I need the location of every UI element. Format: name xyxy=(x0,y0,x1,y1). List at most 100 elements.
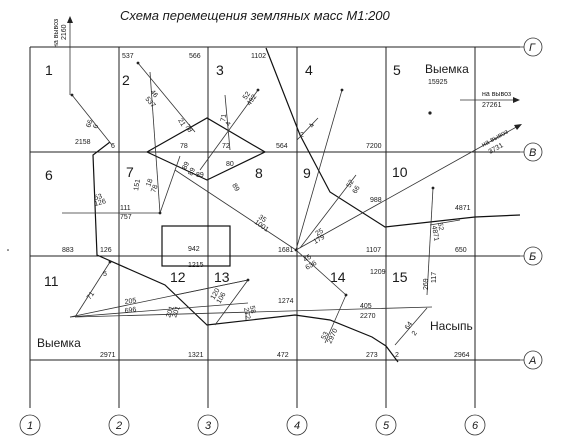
zone-cut-top: Выемка xyxy=(425,62,469,76)
move-label: 6 xyxy=(92,124,100,130)
col-axis-2: 2 xyxy=(115,420,122,432)
cell-value: 7200 xyxy=(366,143,382,150)
row-axis-markers: Г В Б А xyxy=(520,37,543,370)
move-label: 46 xyxy=(148,89,158,100)
node-dots xyxy=(7,61,435,297)
zero-work-line xyxy=(92,141,399,363)
move-label: 4871 xyxy=(430,225,440,242)
move-label: 106 xyxy=(216,291,228,305)
diamond-shape xyxy=(145,117,267,181)
cell-9: 9 xyxy=(303,165,311,181)
cell-3: 3 xyxy=(216,62,224,78)
move-label: 201 xyxy=(171,305,182,318)
move-label: 405 xyxy=(360,303,372,310)
export-top-left-value: 2160 xyxy=(61,24,68,40)
cell-value: 1209 xyxy=(370,269,386,276)
move-label: 111 xyxy=(120,205,131,212)
cell-values: 537 566 1102 2158 6 78 72 564 7200 80 89… xyxy=(62,53,471,359)
row-axis-v: В xyxy=(529,147,536,159)
cell-value: 1107 xyxy=(366,247,381,254)
cell-value: 78 xyxy=(180,143,188,150)
move-label: 757 xyxy=(120,214,132,221)
cell-6: 6 xyxy=(45,167,53,183)
diagram-title: Схема перемещения земляных масс М1:200 xyxy=(120,8,391,23)
cell-value: 6 xyxy=(111,143,115,150)
move-label: 5 xyxy=(103,271,107,278)
rect-shape xyxy=(161,225,231,267)
cell-value: 1102 xyxy=(251,53,266,60)
cell-value: 564 xyxy=(276,143,288,150)
cell-value: 942 xyxy=(188,246,200,253)
movement-lines xyxy=(62,62,461,346)
move-label: 53 xyxy=(94,193,103,202)
cell-13: 13 xyxy=(214,269,230,285)
zone-cut-bottom: Выемка xyxy=(37,336,81,350)
move-label: 52 xyxy=(346,179,356,189)
cell-8: 8 xyxy=(255,165,263,181)
move-label: 126 xyxy=(94,198,107,208)
move-label: 4 xyxy=(225,121,233,126)
zero-work-line-upper xyxy=(265,47,521,228)
move-label: 205 xyxy=(124,297,137,306)
cell-value: 883 xyxy=(62,247,74,254)
move-label: 4 xyxy=(308,123,316,129)
cell-value: 2964 xyxy=(454,352,470,359)
export-top-left-label: на вывоз xyxy=(53,19,60,48)
grid xyxy=(29,46,520,408)
move-label: 64 xyxy=(404,321,414,331)
cell-numbers: 1 2 3 4 5 6 7 8 9 10 11 12 13 14 15 xyxy=(44,62,408,289)
export-right-top-label: на вывоз xyxy=(482,91,511,98)
move-label: 66 xyxy=(85,119,94,129)
cell-value: 1274 xyxy=(278,298,294,305)
cell-value: 273 xyxy=(366,352,378,359)
move-label: 269 xyxy=(423,278,430,290)
cell-value: 537 xyxy=(122,53,134,60)
cell-value: 1321 xyxy=(188,352,204,359)
cell-value: 472 xyxy=(277,352,289,359)
move-label: 66 xyxy=(352,185,362,195)
move-label: 18 xyxy=(145,178,154,188)
col-axis-1: 1 xyxy=(27,420,33,432)
move-label: 58 xyxy=(248,305,256,314)
cell-1: 1 xyxy=(45,62,53,78)
movement-labels: 66 6 46 537 21 78 52 492 71 4 4 2 151 18… xyxy=(85,89,444,345)
col-axis-4: 4 xyxy=(294,420,300,432)
cell-value: 1681 xyxy=(278,247,294,254)
move-label: 696 xyxy=(124,306,137,315)
cell-value: 72 xyxy=(222,143,230,150)
move-label: 120 xyxy=(210,287,222,301)
export-right-top-value: 27261 xyxy=(482,102,502,109)
move-label: 53 xyxy=(320,331,330,341)
zone-fill: Насыпь xyxy=(430,319,473,333)
row-axis-b: Б xyxy=(529,251,536,263)
cell-4: 4 xyxy=(305,62,313,78)
move-label: 179 xyxy=(313,234,327,246)
cell-value: 2 xyxy=(395,352,399,359)
move-label: 89 xyxy=(187,167,197,177)
col-axis-markers: 1 2 3 4 5 6 xyxy=(19,414,486,436)
cell-11: 11 xyxy=(44,273,59,289)
cell-value: 566 xyxy=(189,53,201,60)
cell-value: 80 xyxy=(226,161,234,168)
move-label: 78 xyxy=(150,184,159,194)
move-label: 272 xyxy=(242,307,251,320)
move-label: 78 xyxy=(183,124,193,134)
col-axis-3: 3 xyxy=(205,420,212,432)
cell-7: 7 xyxy=(126,164,134,180)
cell-value: 1215 xyxy=(188,262,204,269)
cell-value: 4871 xyxy=(455,205,471,212)
cell-value: 650 xyxy=(455,247,467,254)
cell-value: 2158 xyxy=(75,139,91,146)
move-label: 2270 xyxy=(360,313,376,320)
cell-value: 126 xyxy=(100,247,112,254)
cell-5: 5 xyxy=(393,62,401,78)
move-label: 35 xyxy=(257,214,267,224)
cell-12: 12 xyxy=(170,269,186,285)
row-axis-a: А xyxy=(528,355,536,367)
zone-cut-top-point xyxy=(428,111,432,115)
move-label: 201 xyxy=(165,305,176,318)
row-axis-g: Г xyxy=(529,42,536,54)
move-label: 52 xyxy=(242,91,252,101)
move-label: 71 xyxy=(220,113,228,122)
